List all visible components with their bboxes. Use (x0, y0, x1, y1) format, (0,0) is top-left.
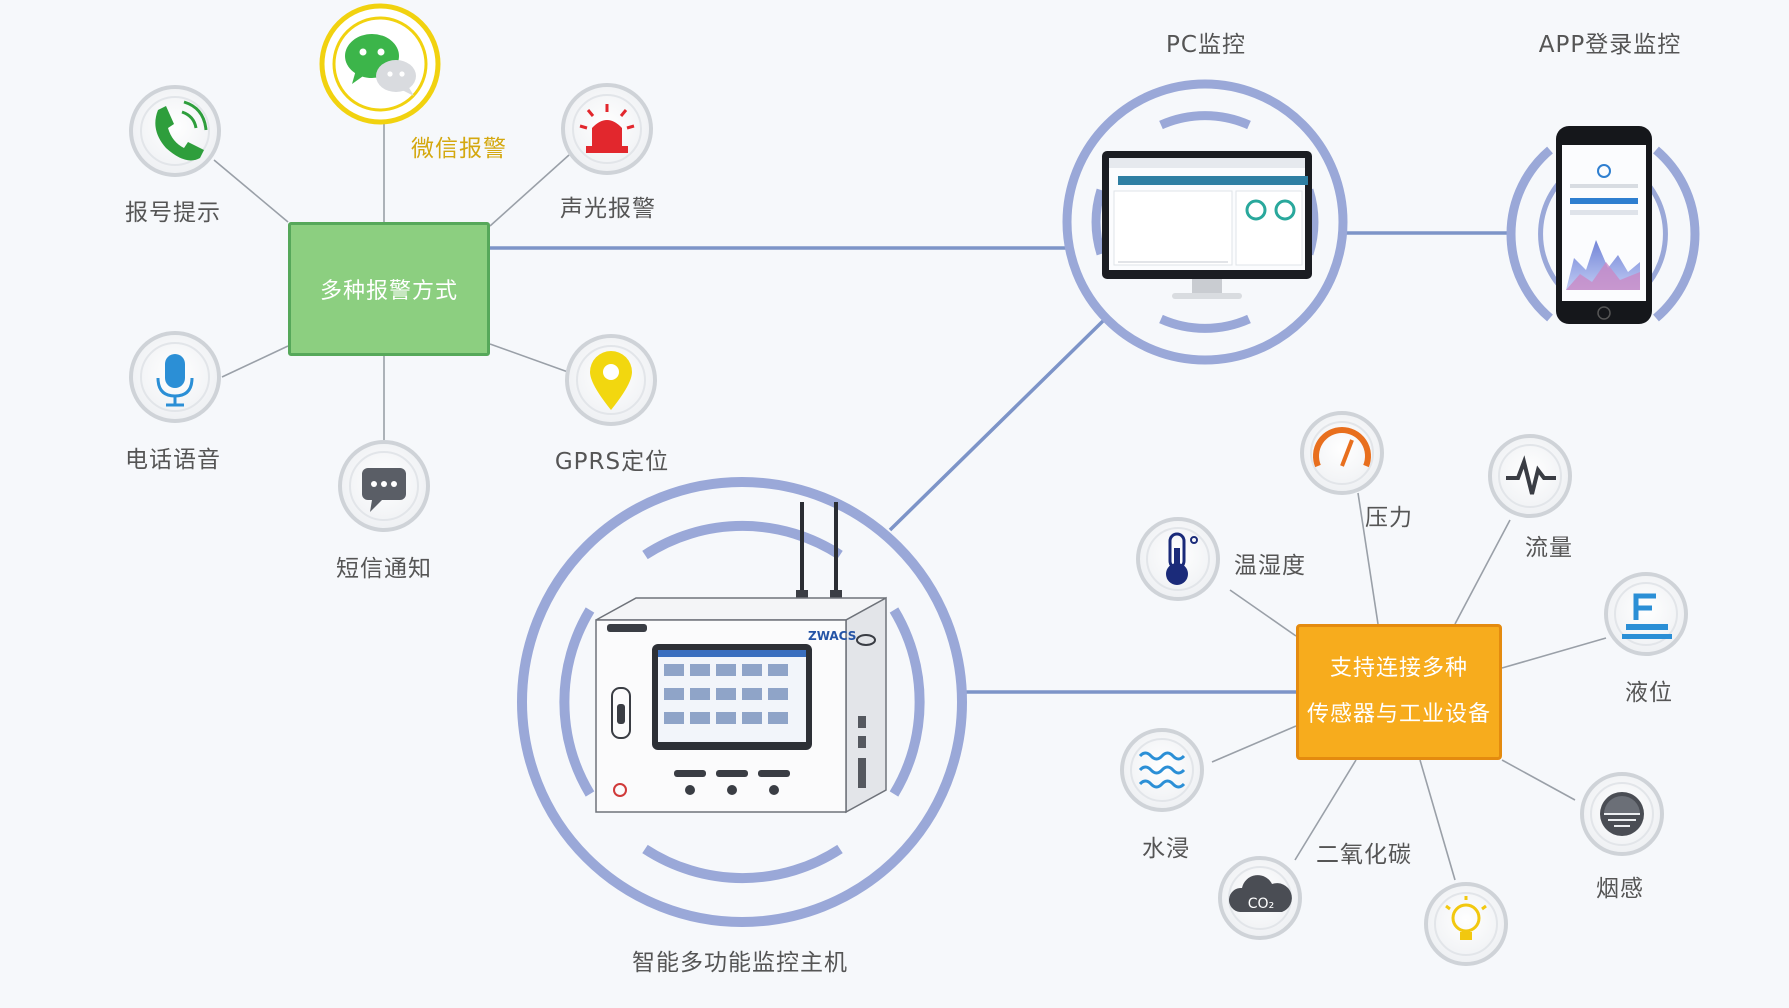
alarm-methods-hub: 多种报警方式 (288, 222, 490, 356)
chat-bubble-icon (338, 440, 430, 532)
gauge-icon (1300, 411, 1384, 495)
label-temp: 温湿度 (1234, 553, 1306, 579)
microphone-icon (129, 331, 221, 423)
smoke-detector-icon (1580, 772, 1664, 856)
thermometer-icon (1136, 517, 1220, 601)
label-app-monitor: APP登录监控 (1538, 32, 1682, 58)
main-connectors (490, 231, 1508, 694)
sensor-hub-line1: 支持连接多种 (1329, 656, 1468, 681)
label-water: 水浸 (1142, 836, 1190, 862)
co2-cloud-icon: CO₂ (1218, 856, 1302, 940)
wechat-icon (319, 3, 441, 125)
label-smoke: 烟感 (1596, 876, 1644, 902)
label-level: 液位 (1625, 680, 1673, 706)
siren-icon (561, 83, 653, 175)
co2-text: CO₂ (1248, 896, 1274, 912)
sensor-support-hub: 支持连接多种 传感器与工业设备 (1296, 624, 1502, 760)
light-bulb-icon (1424, 882, 1508, 966)
label-co2: 二氧化碳 (1316, 842, 1412, 868)
desktop-monitor-icon (1102, 151, 1312, 299)
alarm-connectors (213, 122, 570, 440)
label-siren: 声光报警 (560, 196, 656, 222)
water-waves-icon (1120, 728, 1204, 812)
label-pc-monitor: PC监控 (1166, 32, 1246, 58)
sensor-connectors (1211, 492, 1607, 881)
label-sms: 短信通知 (336, 556, 432, 582)
label-gprs: GPRS定位 (554, 449, 670, 475)
label-phone: 报号提示 (125, 200, 221, 226)
label-pressure: 压力 (1365, 505, 1413, 531)
pulse-icon (1488, 434, 1572, 518)
label-wechat: 微信报警 (411, 136, 507, 162)
label-voice: 电话语音 (125, 447, 221, 473)
alarm-hub-label: 多种报警方式 (319, 279, 458, 304)
location-pin-icon (565, 334, 657, 426)
label-host: 智能多功能监控主机 (632, 950, 848, 976)
liquid-level-icon (1604, 572, 1688, 656)
smartphone-icon (1556, 126, 1652, 324)
phone-icon (129, 85, 221, 177)
sensor-hub-line2: 传感器与工业设备 (1306, 702, 1491, 727)
host-ring (517, 477, 967, 927)
host-brand: ZWACS (808, 629, 856, 643)
monitoring-host-device: ZWACS (595, 502, 887, 814)
label-flow: 流量 (1525, 535, 1573, 561)
